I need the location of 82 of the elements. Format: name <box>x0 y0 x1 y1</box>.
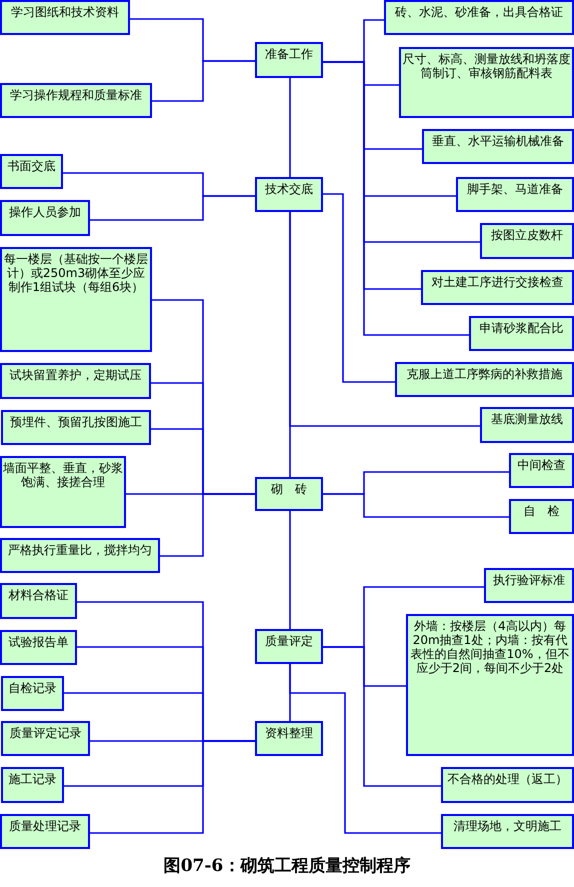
step-text: 垂直、水平运输机械准备 <box>432 134 564 148</box>
step-text: 准备工作 <box>265 47 313 61</box>
step-text: 自 检 <box>524 504 560 518</box>
task-box <box>441 767 574 803</box>
step-text: 克服上道工序弊病的补救措施 <box>406 367 562 381</box>
step-text: 中间检查 <box>518 458 566 472</box>
step-text: 申请砂浆配合比 <box>480 321 564 335</box>
step-text: 质量评定记录 <box>10 726 82 740</box>
task-box <box>509 453 574 488</box>
step-text: 操作人员参加 <box>9 205 81 219</box>
task-box <box>399 47 574 118</box>
task-box <box>422 129 574 164</box>
task-box <box>0 83 152 118</box>
step-text: 施工记录 <box>8 772 56 786</box>
task-box <box>0 200 90 236</box>
task-box <box>441 814 574 849</box>
step-text: 书面交底 <box>8 159 56 173</box>
connector-line <box>90 195 255 221</box>
step-text: 清理场地，文明施工 <box>454 819 562 833</box>
step-text: 严格执行重量比，搅拌均匀 <box>8 543 152 557</box>
connector-line <box>90 740 255 834</box>
task-box <box>421 270 574 305</box>
task-box <box>1 676 64 711</box>
connector-line <box>289 664 441 834</box>
task-box <box>0 538 160 573</box>
task-box <box>469 316 574 351</box>
task-box <box>0 154 63 189</box>
connector-line <box>152 60 255 102</box>
task-box <box>1 410 151 445</box>
connector-line <box>323 193 395 383</box>
step-text: 试验报告单 <box>8 635 68 649</box>
step-text: 基底测量放线 <box>491 412 563 426</box>
step-text: 学习操作规程和质量标准 <box>10 88 142 102</box>
connector-line <box>160 493 255 557</box>
step-text: 外墙：按楼层（4高以内）每20m抽查1处；内墙：按有代表性的自然间抽查10%，但不应少于2间，每间不少于2处 <box>410 619 570 675</box>
task-box <box>0 814 90 849</box>
step-text: 学习图纸和技术资料 <box>11 5 119 19</box>
step-text: 试块留置养护，定期试压 <box>10 368 142 382</box>
connector-line <box>323 646 441 787</box>
task-box <box>0 0 130 35</box>
stage-box <box>255 477 323 511</box>
connector-line <box>289 511 291 629</box>
task-box <box>1 721 90 756</box>
step-text: 每一楼层（基础按一个楼层计）或250m3砌体至少应制作1组试块（每组6块） <box>3 252 149 294</box>
stage-box <box>255 42 323 78</box>
step-text: 自检记录 <box>8 681 56 695</box>
task-box <box>480 407 574 443</box>
task-box <box>0 247 152 352</box>
step-text: 尺寸、标高、测量放线和坍落度筒制订、审核钢筋配料表 <box>402 52 572 80</box>
step-text: 不合格的处理（返工） <box>448 772 568 786</box>
task-box <box>509 499 574 534</box>
step-text: 按图立皮数杆 <box>491 228 563 242</box>
step-text: 砌 砖 <box>271 482 307 496</box>
step-text: 预埋件、预留孔按图施工 <box>10 415 142 429</box>
task-box <box>0 630 77 665</box>
step-text: 对土建工序进行交接检查 <box>432 275 564 289</box>
stage-box <box>255 629 323 664</box>
step-text: 材料合格证 <box>8 588 68 602</box>
stage-box <box>255 177 323 212</box>
task-box <box>0 456 126 528</box>
task-box <box>395 362 574 397</box>
task-box <box>0 363 151 399</box>
step-text: 执行验评标准 <box>493 573 565 587</box>
task-box <box>1 767 64 803</box>
figure-caption: 图07-6：砌筑工程质量控制程序 <box>164 855 410 877</box>
step-text: 砖、水泥、砂准备，出具合格证 <box>395 5 563 19</box>
task-box <box>0 583 77 619</box>
step-text: 质量评定 <box>265 634 313 648</box>
connector-line <box>323 493 509 518</box>
task-box <box>484 568 574 603</box>
step-text: 技术交底 <box>265 182 313 196</box>
task-box <box>480 223 574 259</box>
task-box <box>406 614 574 756</box>
task-box <box>384 0 574 35</box>
step-text: 脚手架、马道准备 <box>467 182 563 196</box>
step-text: 质量处理记录 <box>9 819 81 833</box>
stage-box <box>255 721 323 756</box>
task-box <box>456 177 574 212</box>
step-text: 墙面平整、垂直，砂浆饱满、接搓合理 <box>2 461 124 489</box>
connector-line <box>289 212 291 477</box>
step-text: 资料整理 <box>265 726 313 740</box>
connector-line <box>289 78 291 177</box>
